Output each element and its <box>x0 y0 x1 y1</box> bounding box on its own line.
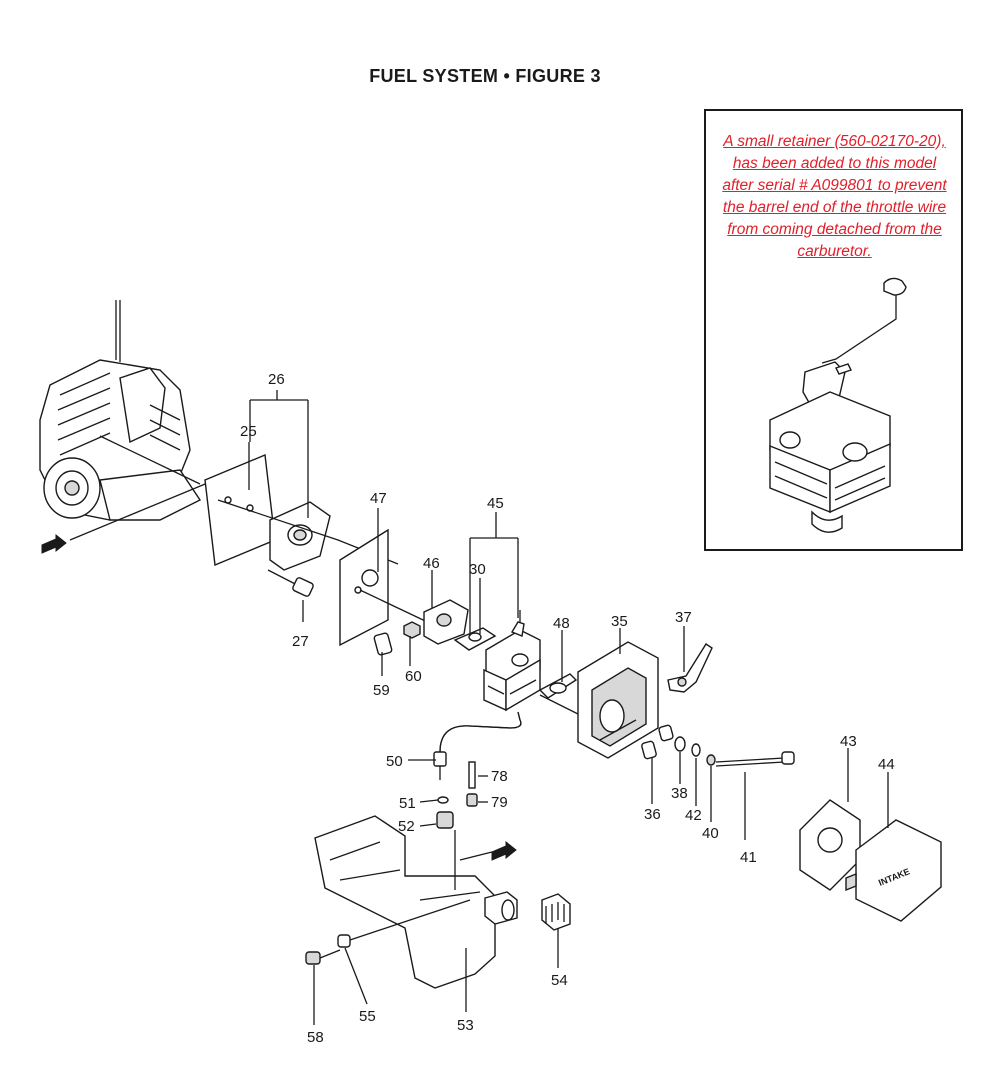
part-53-fuel-tank <box>314 815 518 989</box>
leader-lines <box>248 390 889 1025</box>
part-30-gasket <box>453 627 497 651</box>
callout-60: 60 <box>405 668 422 685</box>
callout-45: 45 <box>487 495 504 512</box>
callout-42: 42 <box>685 807 702 824</box>
retainer-note-box: A small retainer (560-02170-20), has bee… <box>704 109 963 551</box>
callout-35: 35 <box>611 613 628 630</box>
part-36b-sleeve <box>658 724 674 742</box>
part-43-filter-element <box>799 799 861 891</box>
callout-27: 27 <box>292 633 309 650</box>
part-59-spacer <box>373 632 393 656</box>
callout-labels: 26 25 27 47 45 30 46 48 35 37 59 60 36 3… <box>240 371 895 1046</box>
part-45-carburetor <box>483 610 541 712</box>
retainer-note: A small retainer (560-02170-20), has bee… <box>722 133 947 260</box>
arrow-icon <box>41 533 67 554</box>
part-27-bolt <box>267 569 314 597</box>
part-35-air-filter-base <box>577 641 659 759</box>
part-58-bolt <box>305 949 341 965</box>
callout-78: 78 <box>491 768 508 785</box>
callout-40: 40 <box>702 825 719 842</box>
part-51-o-ring <box>437 796 449 804</box>
callout-79: 79 <box>491 794 508 811</box>
callout-50: 50 <box>386 753 403 770</box>
callout-47: 47 <box>370 490 387 507</box>
part-41-bolt <box>715 751 795 767</box>
callout-30: 30 <box>469 561 486 578</box>
engine-block <box>39 300 202 521</box>
callout-25: 25 <box>240 423 257 440</box>
part-60-nut <box>403 621 421 639</box>
part-78-vent-tube <box>468 761 476 789</box>
part-46-adapter <box>423 599 469 645</box>
callout-48: 48 <box>553 615 570 632</box>
part-54-fuel-cap <box>541 893 571 931</box>
callout-52: 52 <box>398 818 415 835</box>
callout-41: 41 <box>740 849 757 866</box>
callout-43: 43 <box>840 733 857 750</box>
part-40-nut <box>706 754 716 766</box>
part-55-spacer <box>337 934 351 948</box>
part-50-fuel-line <box>433 711 522 780</box>
part-38-washer <box>674 736 686 752</box>
part-36-sleeve <box>641 740 657 760</box>
part-25-gasket <box>204 453 276 567</box>
callout-46: 46 <box>423 555 440 572</box>
callout-59: 59 <box>373 682 390 699</box>
part-47-gasket <box>339 528 389 647</box>
arrow-icon <box>491 840 517 861</box>
part-48-gasket <box>538 673 578 699</box>
page-title: FUEL SYSTEM • FIGURE 3 <box>369 66 601 86</box>
callout-38: 38 <box>671 785 688 802</box>
callout-44: 44 <box>878 756 895 773</box>
part-52-grommet <box>436 811 454 829</box>
part-26-insulator <box>269 501 331 571</box>
callout-36: 36 <box>644 806 661 823</box>
callout-58: 58 <box>307 1029 324 1046</box>
callout-26: 26 <box>268 371 285 388</box>
callout-51: 51 <box>399 795 416 812</box>
part-79-check-valve <box>466 793 478 807</box>
part-37-choke-lever <box>667 643 713 693</box>
inset-carburetor <box>769 277 907 533</box>
part-44-intake-cover: INTAKE <box>845 819 942 922</box>
callout-54: 54 <box>551 972 568 989</box>
callout-37: 37 <box>675 609 692 626</box>
part-42-washer <box>691 743 701 757</box>
callout-55: 55 <box>359 1008 376 1025</box>
callout-53: 53 <box>457 1017 474 1034</box>
